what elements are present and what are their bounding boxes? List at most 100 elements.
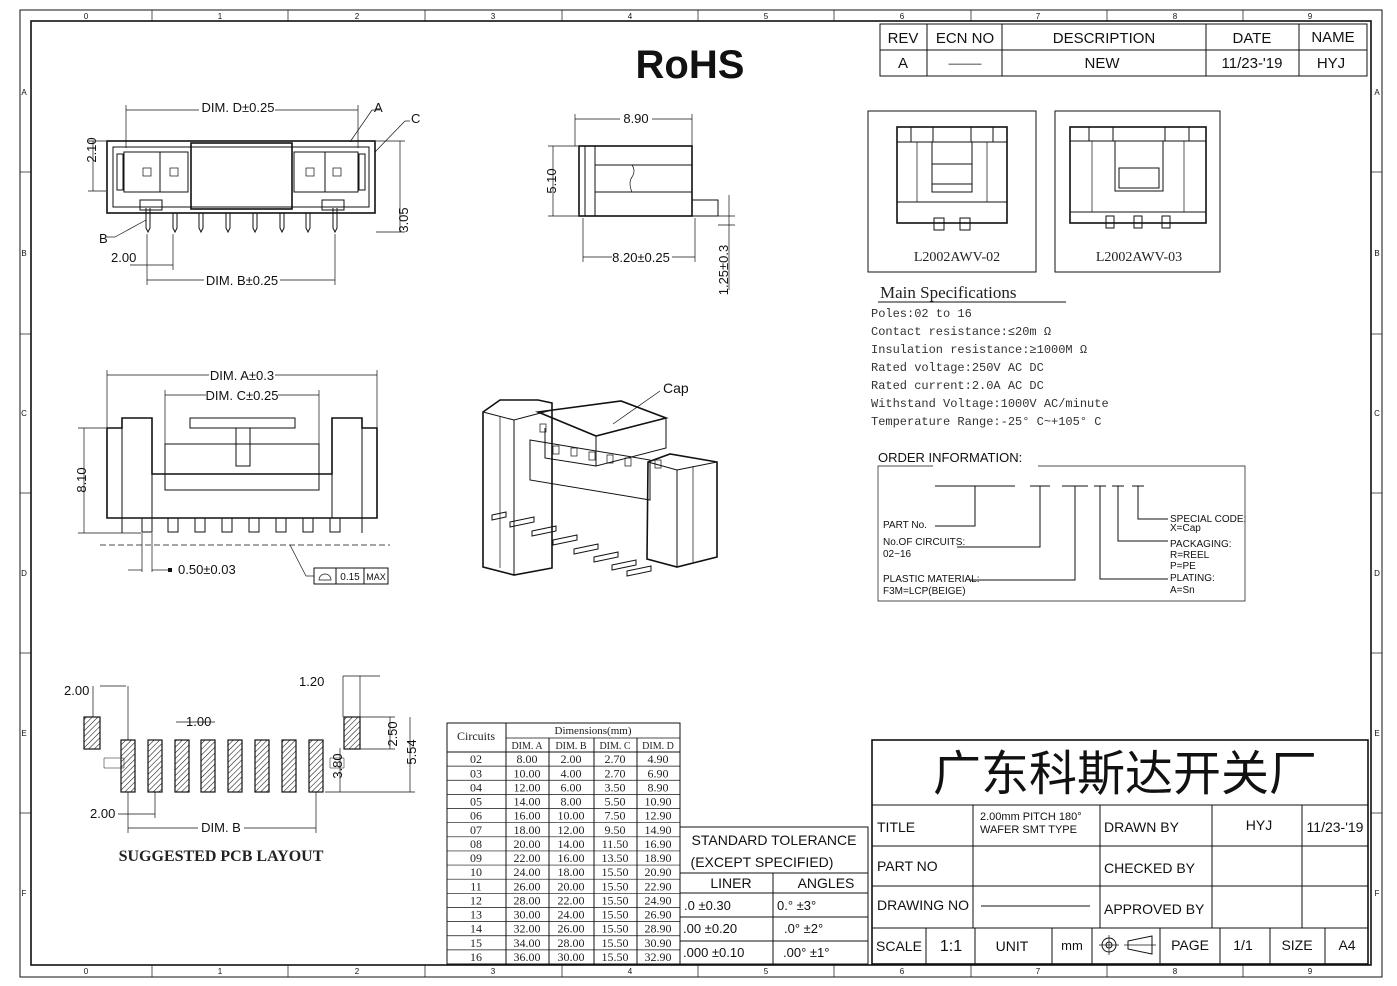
zone-top-2: 2 xyxy=(355,12,360,21)
title-label: TITLE xyxy=(877,819,915,835)
pcb-dim-3-80: 3.80 xyxy=(330,753,345,778)
table-dim-cell: 16.90 xyxy=(645,837,672,851)
table-dim-cell: 28.90 xyxy=(645,922,672,936)
table-dim-cell: 20.00 xyxy=(514,837,541,851)
order-special-value: X=Cap xyxy=(1170,523,1201,534)
table-dim-cell: 20.90 xyxy=(645,865,672,879)
zone-top-0: 0 xyxy=(84,12,89,21)
top-view: DIM. D±0.25 2.10 3.05 2.00 DIM. B±0.25 A… xyxy=(84,100,420,288)
zone-side-f-right: F xyxy=(1375,889,1380,898)
table-circuits-cell: 02 xyxy=(470,752,482,766)
table-header-dim-b: DIM. B xyxy=(555,741,586,752)
table-dim-cell: 8.90 xyxy=(648,780,669,794)
zone-top-6: 6 xyxy=(900,12,905,21)
table-dim-cell: 28.00 xyxy=(514,893,541,907)
model-03: L2002AWV-03 xyxy=(1054,110,1221,273)
table-dimensions-header: Dimensions(mm) xyxy=(555,725,632,737)
company-name: 广东科斯达开关厂 xyxy=(933,746,1317,802)
pcb-title: SUGGESTED PCB LAYOUT xyxy=(119,848,324,865)
table-circuits-cell: 04 xyxy=(470,780,482,794)
table-dim-cell: 16.00 xyxy=(514,809,541,823)
callout-b: B xyxy=(99,231,108,246)
order-plating-value: A=Sn xyxy=(1170,585,1195,596)
table-dim-cell: 2.70 xyxy=(605,766,626,780)
table-dim-cell: 15.50 xyxy=(602,936,629,950)
table-dim-cell: 4.90 xyxy=(648,752,669,766)
table-dim-cell: 18.00 xyxy=(514,823,541,837)
part-no-label: PART NO xyxy=(877,858,938,874)
zone-top-7: 7 xyxy=(1036,12,1041,21)
order-plating-label: PLATING: xyxy=(1170,573,1215,584)
dim-b-label: DIM. B±0.25 xyxy=(206,273,278,288)
table-circuits-cell: 10 xyxy=(470,865,482,879)
table-dim-cell: 24.90 xyxy=(645,893,672,907)
dim-8-10: 8.10 xyxy=(74,467,89,492)
zone-bottom-8: 8 xyxy=(1173,967,1178,976)
table-circuits-cell: 06 xyxy=(470,809,482,823)
order-packaging-reel: R=REEL xyxy=(1170,550,1210,561)
spec-rated-current: Rated current:2.0A AC DC xyxy=(871,379,1044,393)
model-02-label: L2002AWV-02 xyxy=(914,250,1000,265)
table-dim-cell: 15.50 xyxy=(602,908,629,922)
table-circuits-cell: 11 xyxy=(470,879,482,893)
table-dim-cell: 26.00 xyxy=(558,922,585,936)
name-header: NAME xyxy=(1311,29,1354,46)
name-value: HYJ xyxy=(1317,55,1345,72)
unit-value: mm xyxy=(1061,938,1083,953)
table-dim-cell: 8.00 xyxy=(561,795,582,809)
table-dim-cell: 3.50 xyxy=(605,780,626,794)
dim-1-25: 1.25±0.3 xyxy=(716,245,731,296)
zone-side-b-right: B xyxy=(1374,249,1379,258)
table-dim-cell: 22.00 xyxy=(558,893,585,907)
zone-side-d: D xyxy=(21,569,27,578)
table-circuits-cell: 09 xyxy=(470,851,482,865)
table-dim-cell: 5.50 xyxy=(605,795,626,809)
table-circuits-header: Circuits xyxy=(457,729,495,743)
table-dim-cell: 24.00 xyxy=(558,908,585,922)
tolerance-angle-1: 0.° ±3° xyxy=(777,898,816,913)
drawn-by-name: HYJ xyxy=(1246,817,1272,833)
table-dim-cell: 6.90 xyxy=(648,766,669,780)
table-dim-cell: 26.00 xyxy=(514,879,541,893)
ecn-value: ——— xyxy=(949,58,982,70)
table-circuits-cell: 08 xyxy=(470,837,482,851)
table-dim-cell: 9.50 xyxy=(605,823,626,837)
table-dim-cell: 24.00 xyxy=(514,865,541,879)
table-dim-cell: 13.50 xyxy=(602,851,629,865)
table-dim-cell: 2.70 xyxy=(605,752,626,766)
table-dim-cell: 12.00 xyxy=(558,823,585,837)
table-dim-cell: 15.50 xyxy=(602,922,629,936)
drawing-no-label: DRAWING NO xyxy=(877,897,969,913)
tolerance-table: STANDARD TOLERANCE (EXCEPT SPECIFIED) LI… xyxy=(679,826,869,965)
model-03-label: L2002AWV-03 xyxy=(1096,250,1182,265)
zone-side-b: B xyxy=(21,249,26,258)
table-circuits-cell: 14 xyxy=(470,922,482,936)
table-dim-cell: 10.00 xyxy=(514,766,541,780)
zone-top-4: 4 xyxy=(628,12,633,21)
callout-c: C xyxy=(411,111,420,126)
dim-2-10: 2.10 xyxy=(84,137,99,162)
zone-bottom-0: 0 xyxy=(84,967,89,976)
zone-side-c: C xyxy=(21,409,27,418)
main-specifications: Main Specifications Poles:02 to 16 Conta… xyxy=(871,283,1109,429)
table-dim-cell: 16.00 xyxy=(558,851,585,865)
description-header: DESCRIPTION xyxy=(1053,30,1156,47)
table-dim-cell: 15.50 xyxy=(602,893,629,907)
table-circuits-cell: 07 xyxy=(470,823,482,837)
table-dim-cell: 34.00 xyxy=(514,936,541,950)
rev-header: REV xyxy=(888,30,919,47)
approved-by-label: APPROVED BY xyxy=(1104,901,1205,917)
table-dim-cell: 22.00 xyxy=(514,851,541,865)
tolerance-angles-header: ANGLES xyxy=(798,875,855,891)
zone-top-1: 1 xyxy=(218,12,223,21)
pcb-dim-1-00: 1.00 xyxy=(186,714,211,729)
table-dim-cell: 32.90 xyxy=(645,950,672,964)
ecn-header: ECN NO xyxy=(936,30,994,47)
order-material-value: F3M=LCP(BEIGE) xyxy=(883,586,966,597)
dim-5-10: 5.10 xyxy=(544,168,559,193)
table-dim-cell: 18.00 xyxy=(558,865,585,879)
zone-bottom-9: 9 xyxy=(1308,967,1313,976)
table-circuits-cell: 13 xyxy=(470,908,482,922)
